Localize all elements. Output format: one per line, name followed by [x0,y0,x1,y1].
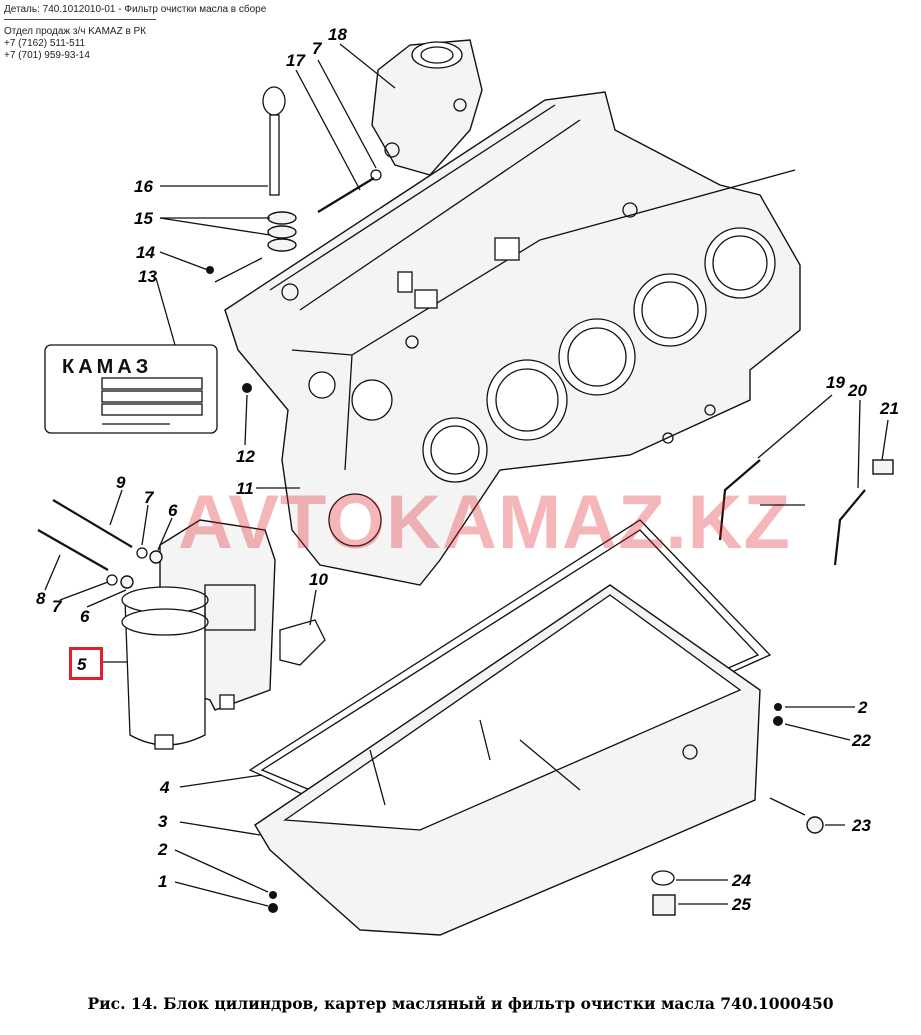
bolt-8 [37,529,109,571]
callout-4: 4 [159,778,170,797]
phone-2[interactable]: +7 (701) 959-93-14 [4,50,90,61]
phone-1[interactable]: +7 (7162) 511-511 [4,38,86,49]
callout-11: 11 [236,479,254,498]
sales-department: Отдел продаж з/ч KAMAZ в РК [4,26,147,37]
washer-7-b [106,574,118,586]
callout-2: 2 [857,698,868,717]
part-title: Деталь: 740.1012010-01 - Фильтр очистки … [4,4,267,15]
callout-23: 23 [851,816,871,835]
cylinder-block [224,91,801,586]
bolt-9 [52,499,133,548]
plug-12 [242,383,252,393]
component-18-housing [371,39,483,176]
washer-2-low [269,891,277,899]
bolt-1 [268,903,278,913]
header-divider [4,19,156,20]
tube-19 [718,459,761,541]
callout-24: 24 [731,871,751,890]
washer-7-top [370,169,382,181]
washer-7-a [136,547,148,559]
callout-numbers: 16 15 14 13 17 7 18 12 11 9 7 6 8 7 6 10… [36,25,899,914]
highlight-box-part-5[interactable] [69,647,103,680]
tube-20 [833,489,866,566]
callout-1: 1 [158,872,167,891]
callout-13: 13 [138,267,157,286]
callout-16: 16 [134,177,153,196]
plug-25 [652,894,676,916]
washer-6-b [120,575,134,589]
washer-2 [774,703,782,711]
figure-caption: Рис. 14. Блок цилиндров, картер масляный… [87,994,834,1013]
callout-2-low: 2 [157,840,168,859]
fitting-21 [872,459,894,475]
callout-25: 25 [731,895,751,914]
ring-24 [651,870,675,886]
washer-6-a [149,550,163,564]
bolt-17 [317,177,375,213]
callout-7-top: 7 [312,39,323,58]
callout-9: 9 [116,473,126,492]
leader-lines [44,43,889,907]
callout-18: 18 [328,25,347,44]
callout-10: 10 [309,570,328,589]
oil-pan [248,519,772,936]
callout-14: 14 [136,243,155,262]
callout-6a: 6 [168,501,178,520]
watermark: AVTOKAMAZ.KZ [178,480,791,565]
callout-5: 5 [77,655,87,674]
plate-brand: КАМАЗ [62,356,152,378]
callout-7b: 7 [144,488,155,507]
callout-7c: 7 [52,597,63,616]
callout-6b: 6 [80,607,90,626]
callout-17: 17 [286,51,306,70]
oil-filter [121,519,276,750]
plug-23 [806,816,824,834]
bolt-22 [773,716,783,726]
callout-21: 21 [879,399,899,418]
callout-3: 3 [158,812,168,831]
callout-20: 20 [847,381,867,400]
gasket-10 [279,619,326,666]
callout-19: 19 [826,373,845,392]
callout-8: 8 [36,589,46,608]
nameplate: КАМАЗ [44,344,218,434]
callout-15a: 15 [134,209,153,228]
callout-22: 22 [851,731,871,750]
dipstick [206,86,297,283]
callout-12: 12 [236,447,255,466]
